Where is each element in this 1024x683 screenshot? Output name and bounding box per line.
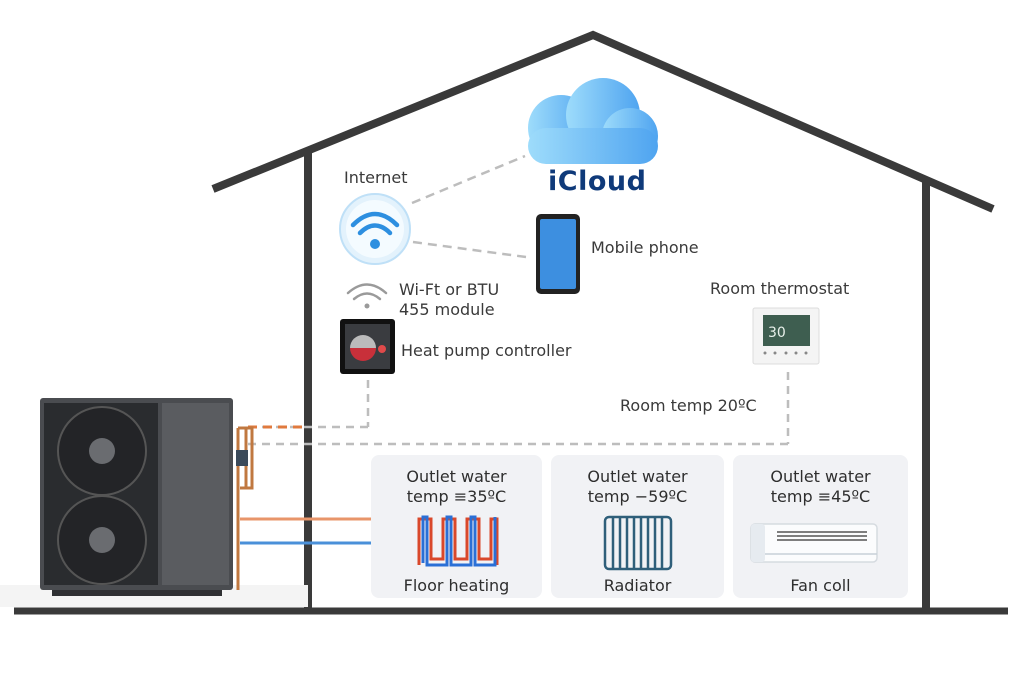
thermostat-display: 30: [768, 325, 786, 341]
wifi-icon: [339, 193, 411, 265]
card-title-line1: Outlet water: [770, 467, 871, 486]
card-title-line1: Outlet water: [406, 467, 507, 486]
card-title-line1: Outlet water: [587, 467, 688, 486]
emitter-card-floor-heating: Outlet water temp ≡35ºC Floor heating: [371, 455, 542, 598]
module-label-line2: 455 module: [399, 300, 495, 319]
emitter-card-fan-coil: Outlet water temp ≡45ºC Fan coll: [733, 455, 908, 598]
mobile-phone-label: Mobile phone: [591, 238, 699, 257]
card-title-line2: temp ≡35ºC: [406, 487, 507, 506]
room-temp-label: Room temp 20ºC: [620, 396, 757, 415]
controller-label: Heat pump controller: [401, 341, 572, 360]
module-wifi-icon: [346, 283, 388, 309]
icloud-label: iCloud: [548, 166, 647, 197]
pipe-valve: [236, 450, 248, 466]
cloud-icon: [528, 78, 658, 164]
heat-pump-controller-icon: [340, 319, 395, 374]
card-title-line2: temp ≡45ºC: [770, 487, 871, 506]
fan-coil-icon: [750, 523, 878, 563]
link-internet-phone: [412, 240, 527, 259]
card-name: Radiator: [603, 576, 672, 595]
floor-heating-icon: [417, 515, 499, 567]
emitter-card-radiator: Outlet water temp −59ºC Radiator: [551, 455, 724, 598]
card-name: Fan coll: [790, 576, 851, 595]
mobile-phone-icon: [536, 214, 580, 294]
house-roof: [211, 30, 995, 213]
heat-pump-unit: [40, 398, 233, 596]
module-label-line1: Wi-Ft or BTU: [399, 280, 500, 299]
radiator-icon: [603, 515, 673, 571]
link-internet-cloud: [411, 154, 526, 205]
room-thermostat-icon: [752, 307, 820, 365]
thermostat-label: Room thermostat: [710, 279, 850, 298]
internet-label: Internet: [344, 168, 408, 187]
card-name: Floor heating: [403, 576, 510, 595]
card-title-line2: temp −59ºC: [587, 487, 688, 506]
